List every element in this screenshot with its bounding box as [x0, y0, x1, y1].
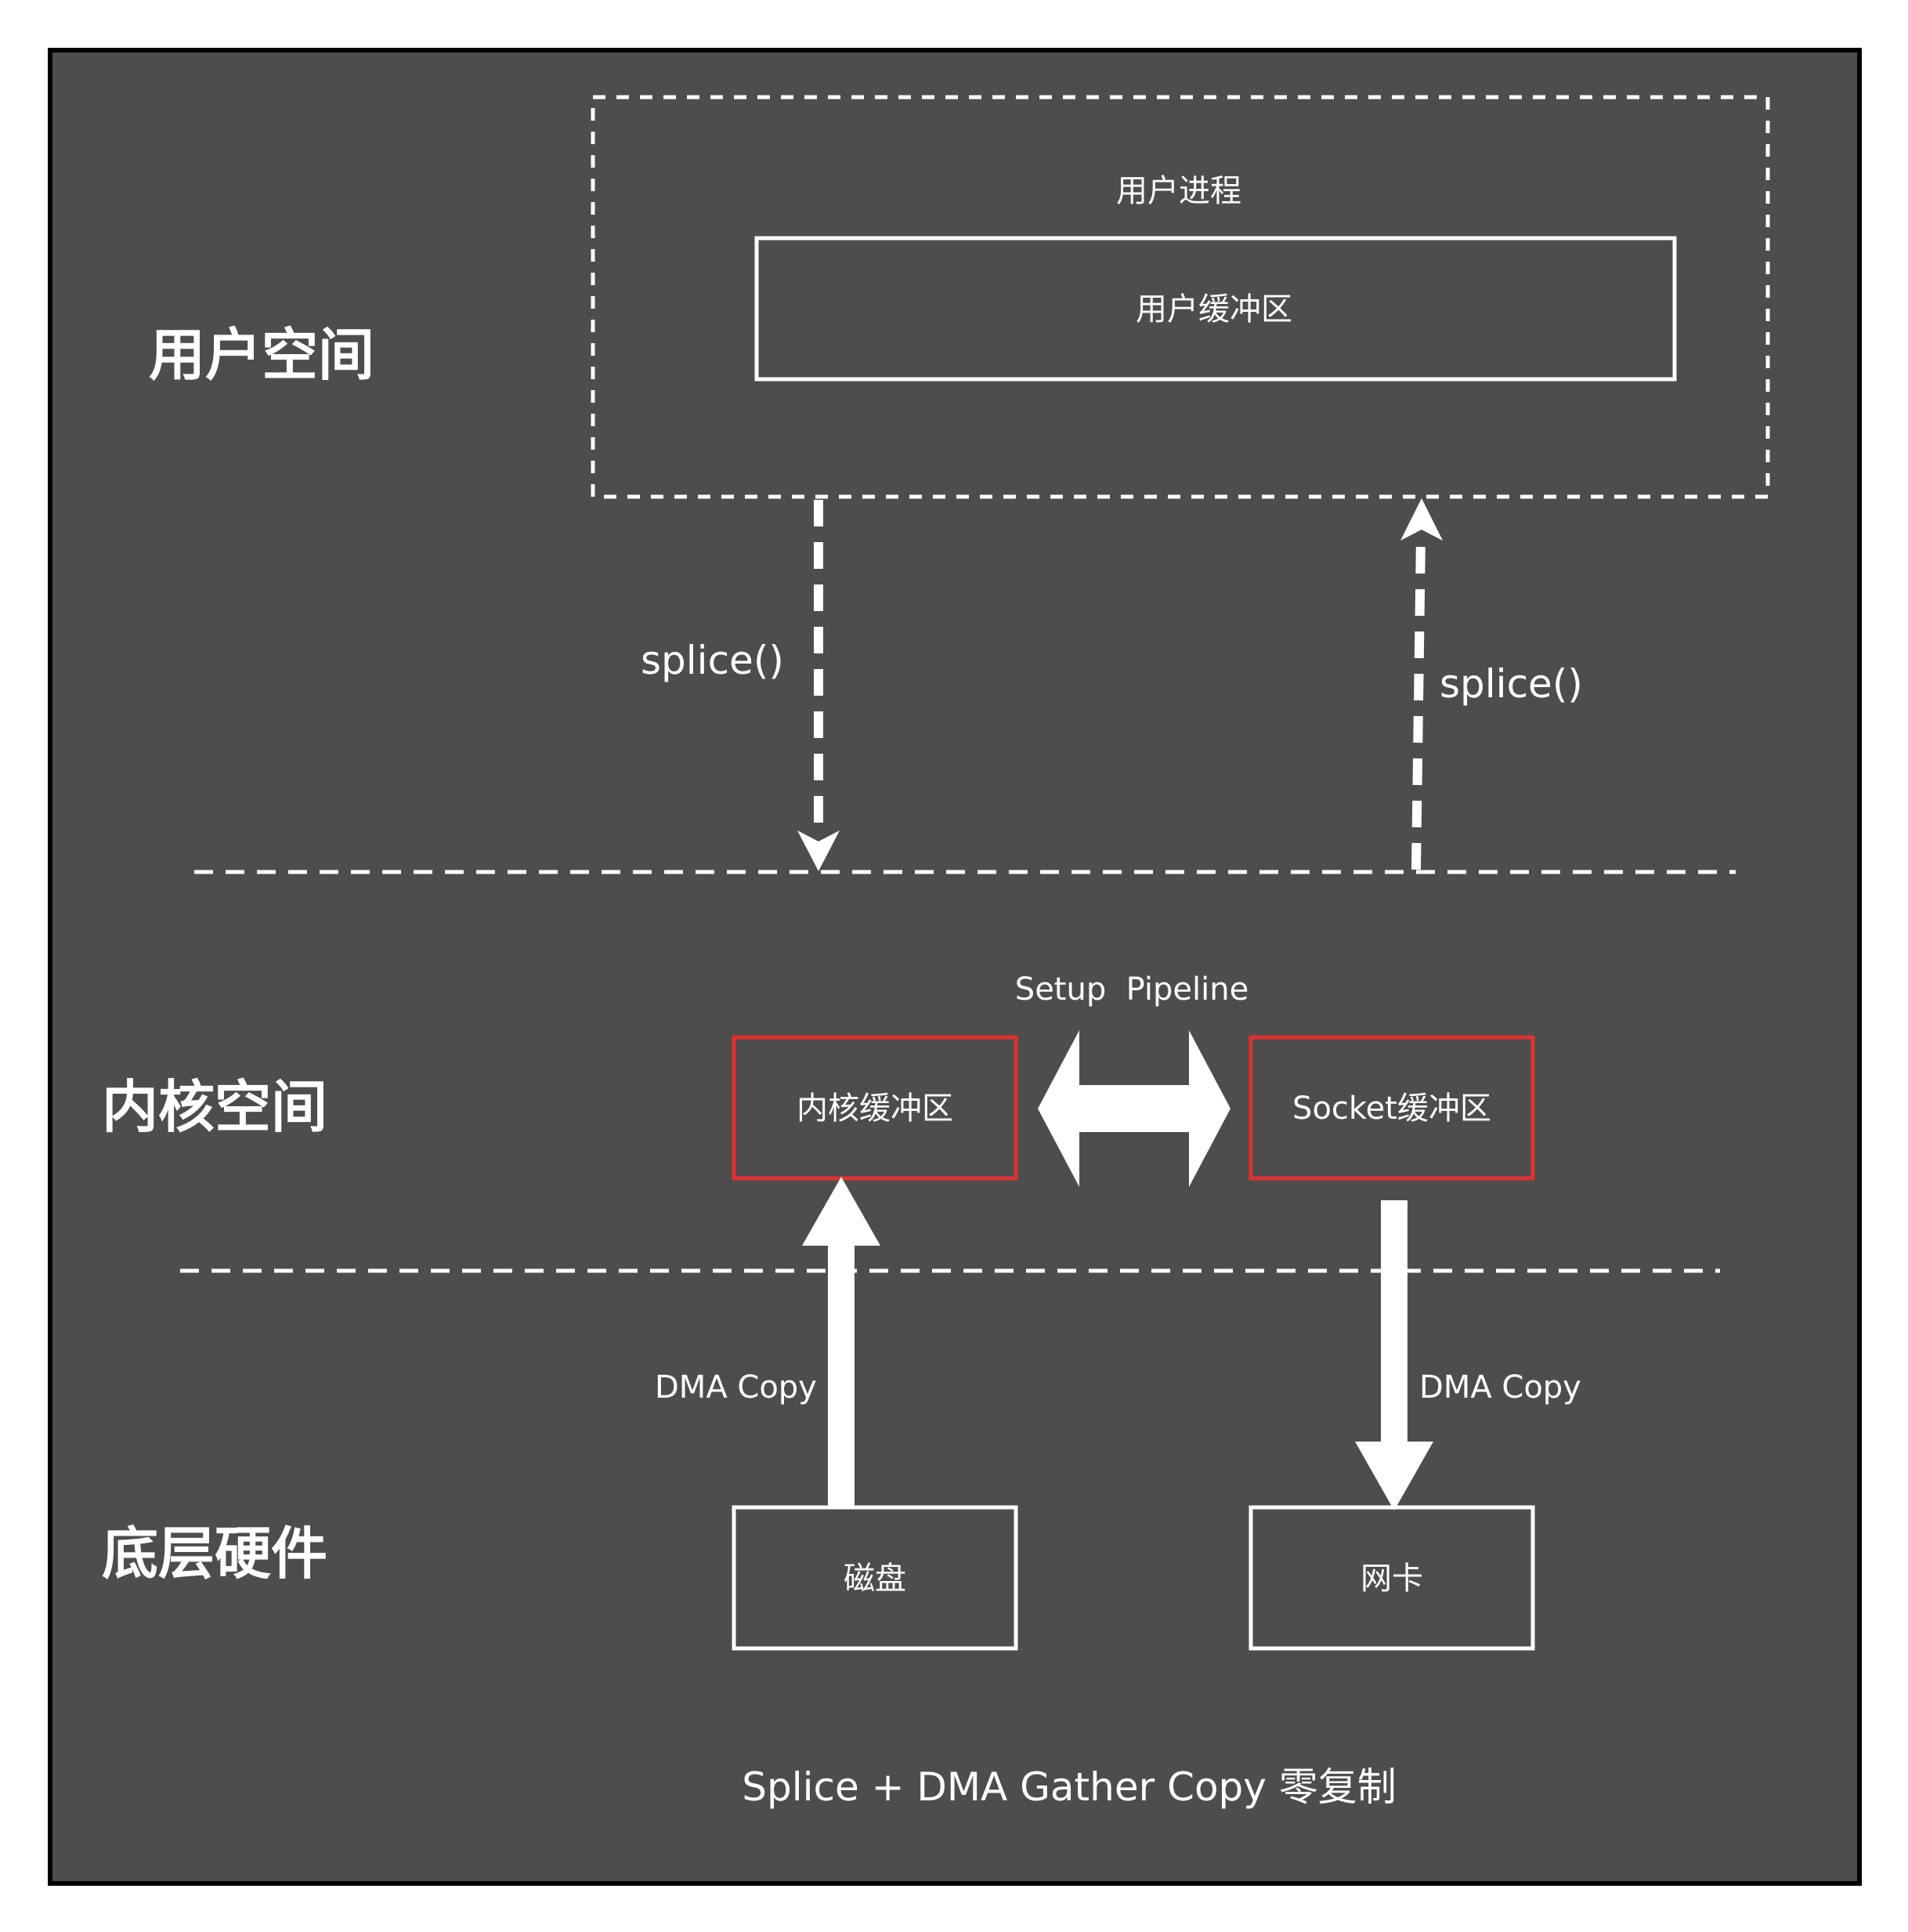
user-process-box: [591, 95, 1770, 499]
zone-label-user-space: 用户空间: [149, 322, 374, 388]
disk-box: [732, 1505, 1018, 1651]
socket-buffer-box: [1249, 1035, 1535, 1181]
diagram-caption: Splice + DMA Gather Copy 零复制: [742, 1764, 1397, 1810]
dma-up-arrow-shaft: [828, 1241, 855, 1507]
splice-down-arrowhead: [797, 830, 840, 871]
zone-label-kernel-space: 内核空间: [102, 1074, 327, 1140]
dma-down-arrow-shaft: [1381, 1200, 1408, 1445]
splice-up-arrowhead: [1400, 498, 1443, 541]
socket-buffer-label: Socket缓冲区: [1292, 1091, 1491, 1127]
dma-up-arrowhead: [802, 1177, 880, 1246]
kernel-buffer-label: 内核缓冲区: [797, 1091, 953, 1127]
nic-label: 网卡: [1361, 1561, 1423, 1597]
pipeline-label: Setup Pipeline: [1015, 971, 1249, 1008]
splice-left-label: splice(): [641, 638, 784, 683]
kernel-buffer-box: [732, 1035, 1018, 1181]
zone-label-hardware: 底层硬件: [102, 1521, 327, 1586]
dma-left-label: DMA Copy: [655, 1369, 817, 1406]
pipeline-double-arrow: [1038, 1030, 1230, 1187]
user-buffer-label: 用户缓冲区: [1136, 291, 1292, 327]
nic-box: [1249, 1505, 1535, 1651]
user-process-title: 用户进程: [1116, 173, 1241, 209]
diagram-panel: [48, 48, 1862, 1886]
disk-label: 磁盘: [844, 1561, 906, 1597]
dma-right-label: DMA Copy: [1419, 1369, 1581, 1406]
splice-up-arrow-shaft: [1411, 537, 1426, 870]
splice-right-label: splice(): [1440, 661, 1583, 707]
dma-down-arrowhead: [1355, 1442, 1433, 1511]
user-buffer-box: [754, 236, 1677, 382]
